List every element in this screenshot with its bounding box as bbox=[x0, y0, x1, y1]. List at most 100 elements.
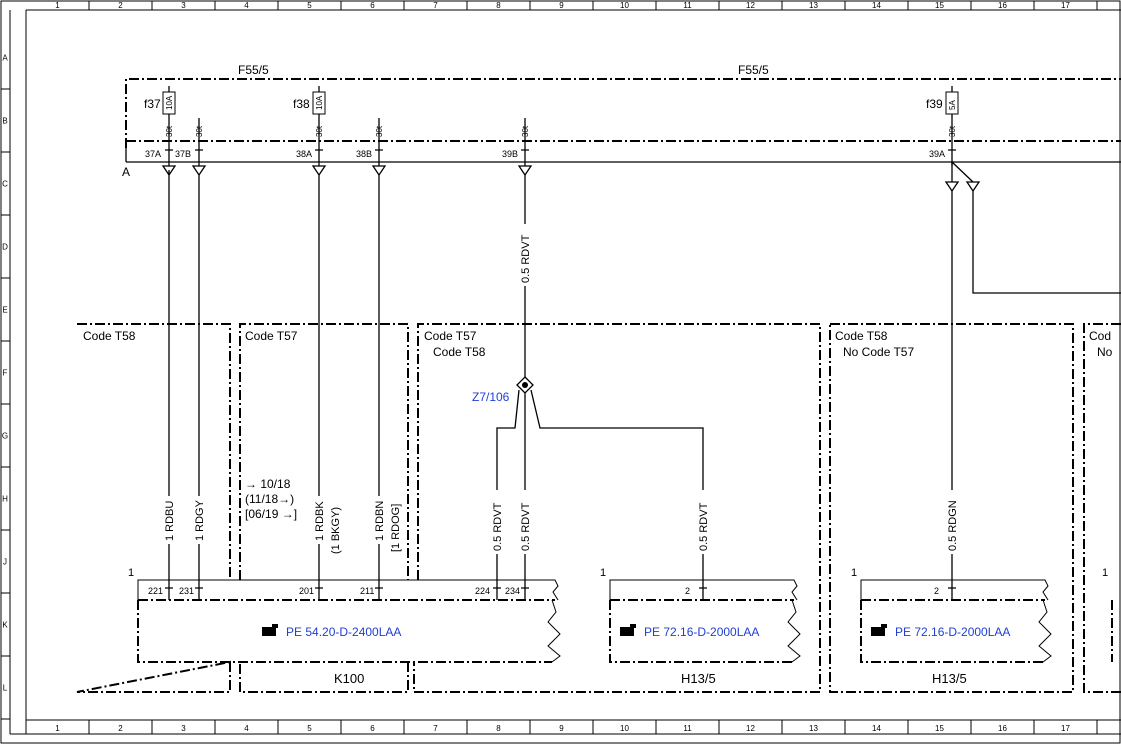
component-ref-link[interactable]: PE 54.20-D-2400LAA bbox=[286, 625, 401, 639]
code-label: No Code T57 bbox=[843, 345, 914, 359]
grid-column-label: 17 bbox=[1061, 724, 1070, 733]
grid-column-label: 2 bbox=[118, 1, 123, 10]
grid-column-label: 16 bbox=[998, 1, 1007, 10]
splice-label: Z7/106 bbox=[472, 390, 510, 404]
wire-label: 1 RDBU bbox=[164, 501, 176, 541]
code-label: Code T58 bbox=[835, 329, 888, 343]
wire-label: 0.5 RDVT bbox=[698, 502, 710, 551]
fuse-rating: 5A bbox=[948, 100, 957, 110]
pin-label: 234 bbox=[505, 586, 520, 596]
fuse-box-label: F55/5 bbox=[738, 63, 769, 77]
pin-label: 201 bbox=[299, 586, 314, 596]
code-label: Code T58 bbox=[83, 329, 136, 343]
grid-row-label: D bbox=[2, 243, 8, 252]
component-partial: 1 bbox=[1102, 567, 1113, 662]
splice-z7-106[interactable]: Z7/106 bbox=[472, 376, 534, 404]
fuse-name: f37 bbox=[144, 97, 161, 111]
pin1-marker: 1 bbox=[851, 567, 857, 579]
wire-labels: 0.5 RDVT 1 RDBU 1 RDGY 1 RDBK (1 BKGY) 1… bbox=[162, 224, 959, 554]
fuse-f37[interactable]: f37 10A bbox=[144, 86, 176, 150]
document-reference-icon bbox=[262, 624, 278, 636]
fuse-rating: 10A bbox=[315, 95, 324, 110]
pin1-marker: 1 bbox=[1102, 567, 1108, 579]
pin-label: 38A bbox=[296, 149, 312, 159]
pin-label: 37A bbox=[145, 149, 161, 159]
grid-column-label: 16 bbox=[998, 724, 1007, 733]
terminal-labels: 30t 30t 30t 30t 30t 30t bbox=[165, 125, 957, 137]
fuse-name: f39 bbox=[926, 97, 943, 111]
component-name: H13/5 bbox=[932, 671, 967, 686]
grid-column-label: 6 bbox=[370, 1, 375, 10]
grid-column-label: 5 bbox=[307, 1, 312, 10]
grid-column-label: 9 bbox=[559, 724, 564, 733]
grid-column-label: 7 bbox=[433, 1, 438, 10]
date-note: [06/19 →] bbox=[245, 507, 297, 521]
grid-column-label: 2 bbox=[118, 724, 123, 733]
bus-label: A bbox=[122, 165, 130, 179]
component-h13-5[interactable]: 1 2 PE 72.16-D-2000LAA H13/5 bbox=[600, 567, 801, 686]
grid-row-label: B bbox=[2, 117, 7, 126]
fuse-f38[interactable]: f38 10A bbox=[293, 86, 326, 150]
fuse-f39[interactable]: f39 5A bbox=[926, 86, 959, 150]
fuse-name: f38 bbox=[293, 97, 310, 111]
terminal-label: 30t bbox=[195, 125, 204, 137]
grid-column-label: 7 bbox=[433, 724, 438, 733]
date-notes: → 10/18 (11/18→) [06/19 →] bbox=[245, 477, 297, 521]
grid-column-label: 1 bbox=[55, 1, 60, 10]
wire-label: 0.5 RDGN bbox=[947, 500, 959, 551]
fuse-pins: 37A 37B 38A 38B 39B 39A bbox=[145, 149, 956, 166]
grid-row-label: E bbox=[2, 306, 7, 315]
wire-label-alt: (1 BKGY) bbox=[330, 507, 342, 554]
grid-column-label: 10 bbox=[620, 724, 629, 733]
terminal-label: 30t bbox=[375, 125, 384, 137]
pin-label: 224 bbox=[475, 586, 490, 596]
component-h13-5[interactable]: 1 2 PE 72.16-D-2000LAA H13/5 bbox=[851, 567, 1052, 686]
wire-label: 1 RDGY bbox=[194, 499, 206, 541]
grid-row-label: H bbox=[2, 495, 8, 504]
pin-label: 211 bbox=[360, 586, 374, 596]
connector-arrows bbox=[161, 165, 981, 193]
grid-row-label: K bbox=[2, 621, 8, 630]
grid-column-label: 14 bbox=[872, 1, 881, 10]
code-label: Code T57 bbox=[424, 329, 477, 343]
component-ref-link[interactable]: PE 72.16-D-2000LAA bbox=[644, 625, 759, 639]
grid-column-label: 1 bbox=[55, 724, 60, 733]
grid-column-label: 11 bbox=[683, 724, 692, 733]
wire-label: 1 RDBK bbox=[314, 501, 326, 541]
grid-row-label: A bbox=[2, 54, 8, 63]
grid-column-label: 13 bbox=[809, 1, 818, 10]
component-ref-link[interactable]: PE 72.16-D-2000LAA bbox=[895, 625, 1010, 639]
component-k100[interactable]: 1 221 231 201 211 224 234 PE 54.20-D-240… bbox=[128, 567, 561, 686]
grid-column-label: 10 bbox=[620, 1, 629, 10]
wire-label: 1 RDBN bbox=[374, 501, 386, 541]
fuse-rating: 10A bbox=[165, 95, 174, 110]
date-note: (11/18→) bbox=[245, 492, 294, 506]
wire-label: 0.5 RDVT bbox=[520, 502, 532, 551]
pin-label: 37B bbox=[175, 149, 191, 159]
pin-label: 221 bbox=[148, 586, 163, 596]
pin1-marker: 1 bbox=[128, 567, 134, 579]
grid-column-label: 17 bbox=[1061, 1, 1070, 10]
grid-row-label: J bbox=[3, 558, 7, 567]
fuse-box: F55/5 F55/5 A bbox=[122, 63, 1121, 179]
grid-column-label: 3 bbox=[181, 724, 186, 733]
pin-label: 2 bbox=[685, 586, 690, 596]
grid-column-label: 8 bbox=[496, 1, 501, 10]
fuse-box-label: F55/5 bbox=[238, 63, 269, 77]
grid-column-label: 15 bbox=[935, 724, 944, 733]
terminal-label: 30t bbox=[948, 125, 957, 137]
grid-column-label: 12 bbox=[746, 1, 755, 10]
grid-column-label: 9 bbox=[559, 1, 564, 10]
wires bbox=[168, 161, 1121, 588]
terminal-label: 30t bbox=[315, 125, 324, 137]
wire-label: 0.5 RDVT bbox=[520, 234, 532, 283]
grid-column-label: 11 bbox=[683, 1, 692, 10]
code-boxes: Code T58 Code T57 Code T57 Code T58 Code… bbox=[76, 323, 1121, 693]
component-name: K100 bbox=[334, 671, 364, 686]
wire-label: 0.5 RDVT bbox=[492, 502, 504, 551]
grid-row-label: F bbox=[3, 369, 8, 378]
